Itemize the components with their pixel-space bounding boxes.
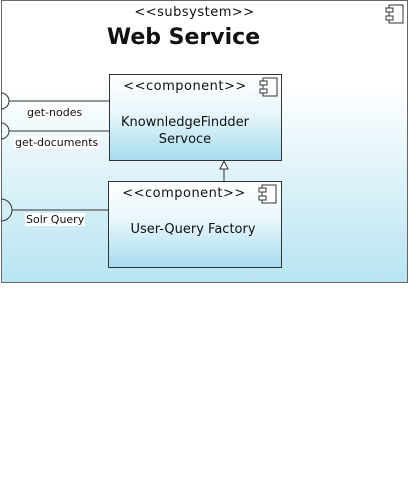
interface-socket-solr-query — [0, 198, 13, 222]
component-icon — [259, 77, 278, 97]
component-name: User-Query Factory — [130, 222, 256, 237]
component-knowledge-finder-service[interactable]: <<component>> KnownledgeFindder Servoce — [109, 74, 282, 161]
interface-label-get-nodes: get-nodes — [26, 106, 84, 119]
interface-socket-get-documents — [0, 122, 10, 140]
subsystem-stereotype: <<subsystem>> — [134, 5, 255, 20]
component-name: KnownledgeFindder Servoce — [121, 115, 249, 147]
component-icon — [385, 4, 404, 24]
component-stereotype: <<component>> — [122, 186, 246, 201]
interface-label-get-documents: get-documents — [14, 136, 100, 149]
arrowhead-icon — [219, 159, 229, 170]
component-user-query-factory[interactable]: <<component>> User-Query Factory — [108, 181, 282, 268]
subsystem-title: Web Service — [106, 25, 261, 50]
component-icon — [258, 184, 277, 204]
interface-label-solr-query: Solr Query — [25, 213, 86, 226]
interface-socket-get-nodes — [0, 92, 10, 110]
component-stereotype: <<component>> — [123, 79, 247, 94]
